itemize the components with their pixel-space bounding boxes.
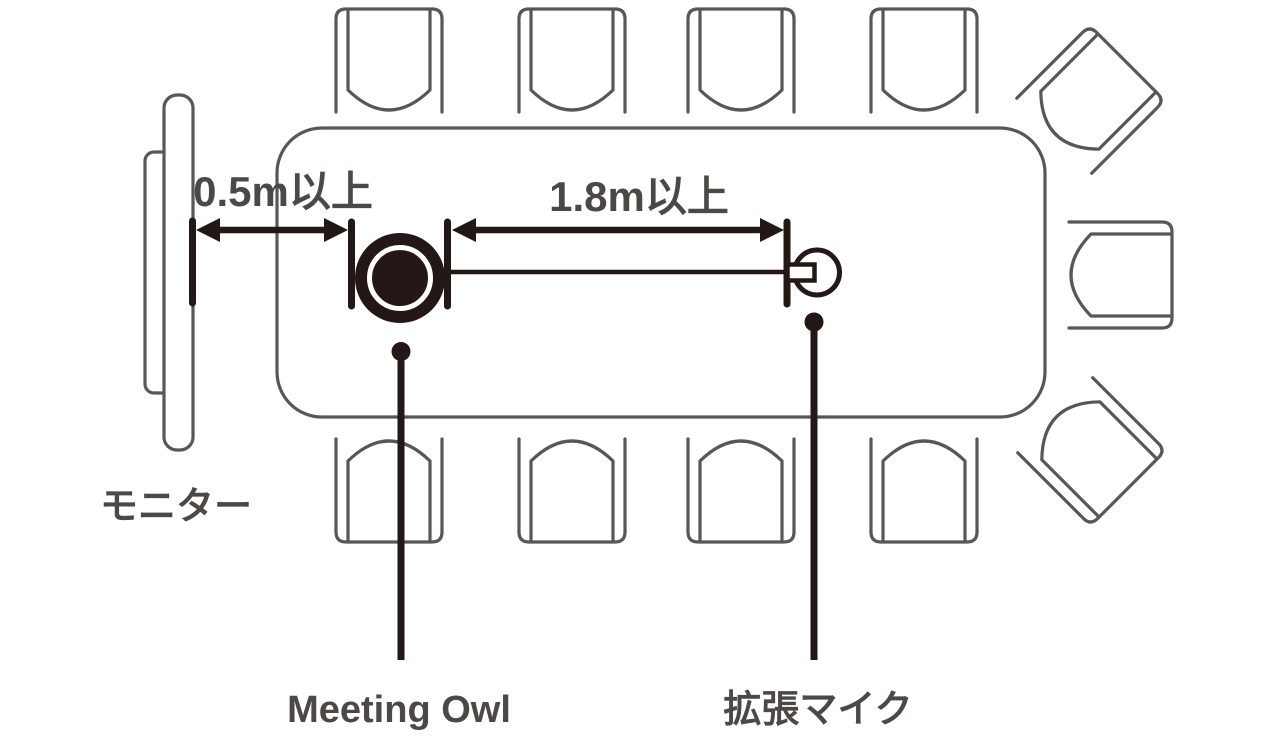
dimension-label-monitor-owl: 0.5m以上	[193, 168, 373, 215]
expansion-mic-icon	[785, 247, 842, 298]
meeting-owl-device-icon	[355, 233, 445, 323]
chair-bottom-1	[334, 437, 444, 544]
mic-callout-line	[804, 312, 824, 660]
chair-top-3	[686, 7, 796, 114]
chair-top-4	[869, 7, 979, 114]
chair-corner-bottom-right	[1016, 376, 1168, 528]
chair-bottom-3	[686, 437, 796, 544]
expansion-mic-label: 拡張マイク	[723, 689, 912, 731]
chair-top-1	[334, 7, 444, 114]
dimension-label-owl-mic: 1.8m以上	[549, 173, 729, 220]
chair-right-end	[1067, 220, 1174, 330]
dimension-arrow-monitor-owl	[196, 218, 348, 242]
chair-bottom-2	[517, 437, 627, 544]
chair-top-2	[517, 7, 627, 114]
meeting-owl-label: Meeting Owl	[287, 689, 511, 731]
monitor-icon	[143, 93, 195, 452]
owl-callout-line	[391, 342, 411, 660]
monitor-label: モニター	[100, 486, 252, 528]
dimension-arrow-owl-mic	[452, 218, 784, 242]
chair-bottom-4	[869, 437, 979, 544]
conference-table	[275, 126, 1047, 419]
